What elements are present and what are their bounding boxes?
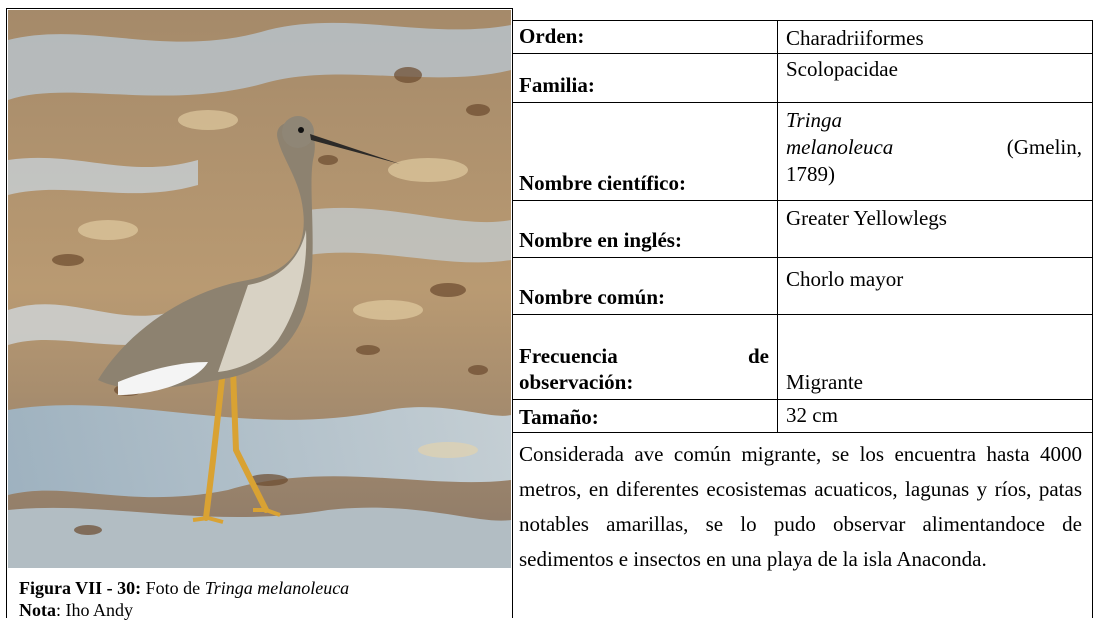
ingles-label: Nombre en inglés: bbox=[519, 228, 682, 252]
frecuencia-value-cell: Migrante bbox=[777, 314, 1093, 400]
frecuencia-label-de: de bbox=[748, 344, 769, 368]
frecuencia-value: Migrante bbox=[786, 370, 863, 394]
figure-label: Figura VII - 30: bbox=[19, 578, 142, 598]
cientifico-label-cell: Nombre científico: bbox=[512, 102, 777, 201]
frecuencia-label: Frecuencia de observación: bbox=[519, 343, 769, 395]
tamano-value-cell: 32 cm bbox=[777, 399, 1093, 433]
familia-value: Scolopacidae bbox=[786, 57, 898, 81]
row-frecuencia: Frecuencia de observación: Migrante bbox=[512, 314, 1093, 400]
row-ingles: Nombre en inglés: Greater Yellowlegs bbox=[512, 200, 1093, 258]
comun-label: Nombre común: bbox=[519, 285, 666, 309]
orden-value: Charadriiformes bbox=[786, 26, 924, 50]
photo-cell: Figura VII - 30: Foto de Tringa melanole… bbox=[6, 8, 514, 621]
tamano-label-cell: Tamaño: bbox=[512, 399, 777, 433]
description-cell: Considerada ave común migrante, se los e… bbox=[512, 432, 1093, 618]
comun-value-cell: Chorlo mayor bbox=[777, 257, 1093, 315]
row-cientifico: Nombre científico: Tringa melanoleuca (Gm… bbox=[512, 102, 1093, 201]
cientifico-species: melanoleuca bbox=[786, 135, 894, 159]
ingles-value: Greater Yellowlegs bbox=[786, 206, 947, 230]
cientifico-value: Tringa melanoleuca (Gmelin, 1789) bbox=[786, 107, 1082, 188]
cientifico-label: Nombre científico: bbox=[519, 171, 686, 195]
tamano-value: 32 cm bbox=[786, 403, 838, 427]
cientifico-genus: Tringa bbox=[786, 108, 843, 132]
ingles-label-cell: Nombre en inglés: bbox=[512, 200, 777, 258]
orden-value-cell: Charadriiformes bbox=[777, 20, 1093, 54]
figure-caption: Figura VII - 30: Foto de Tringa melanole… bbox=[19, 577, 514, 621]
nota-label: Nota bbox=[19, 600, 56, 620]
comun-value: Chorlo mayor bbox=[786, 267, 904, 291]
familia-label: Familia: bbox=[519, 73, 595, 97]
frecuencia-label-cell: Frecuencia de observación: bbox=[512, 314, 777, 400]
orden-label: Orden: bbox=[519, 24, 585, 48]
cientifico-author: (Gmelin, bbox=[1006, 135, 1082, 159]
row-comun: Nombre común: Chorlo mayor bbox=[512, 257, 1093, 315]
familia-value-cell: Scolopacidae bbox=[777, 53, 1093, 103]
nota-text: : Iho Andy bbox=[56, 600, 134, 620]
tamano-label: Tamaño: bbox=[519, 405, 599, 429]
orden-label-cell: Orden: bbox=[512, 20, 777, 54]
cientifico-year: 1789) bbox=[786, 162, 835, 186]
cientifico-value-cell: Tringa melanoleuca (Gmelin, 1789) bbox=[777, 102, 1093, 201]
row-orden: Orden: Charadriiformes bbox=[512, 20, 1093, 54]
frecuencia-label-2: observación: bbox=[519, 370, 634, 394]
familia-label-cell: Familia: bbox=[512, 53, 777, 103]
ingles-value-cell: Greater Yellowlegs bbox=[777, 200, 1093, 258]
row-familia: Familia: Scolopacidae bbox=[512, 53, 1093, 103]
figure-species: Tringa melanoleuca bbox=[204, 578, 350, 598]
nota-line: Nota: Iho Andy bbox=[19, 599, 514, 621]
figure-caption-line: Figura VII - 30: Foto de Tringa melanole… bbox=[19, 577, 514, 599]
comun-label-cell: Nombre común: bbox=[512, 257, 777, 315]
description-text: Considerada ave común migrante, se los e… bbox=[519, 442, 1082, 571]
bird-photo bbox=[8, 10, 511, 568]
frecuencia-label-1: Frecuencia bbox=[519, 344, 618, 368]
row-tamano: Tamaño: 32 cm bbox=[512, 399, 1093, 433]
figure-text: Foto de bbox=[141, 578, 205, 598]
